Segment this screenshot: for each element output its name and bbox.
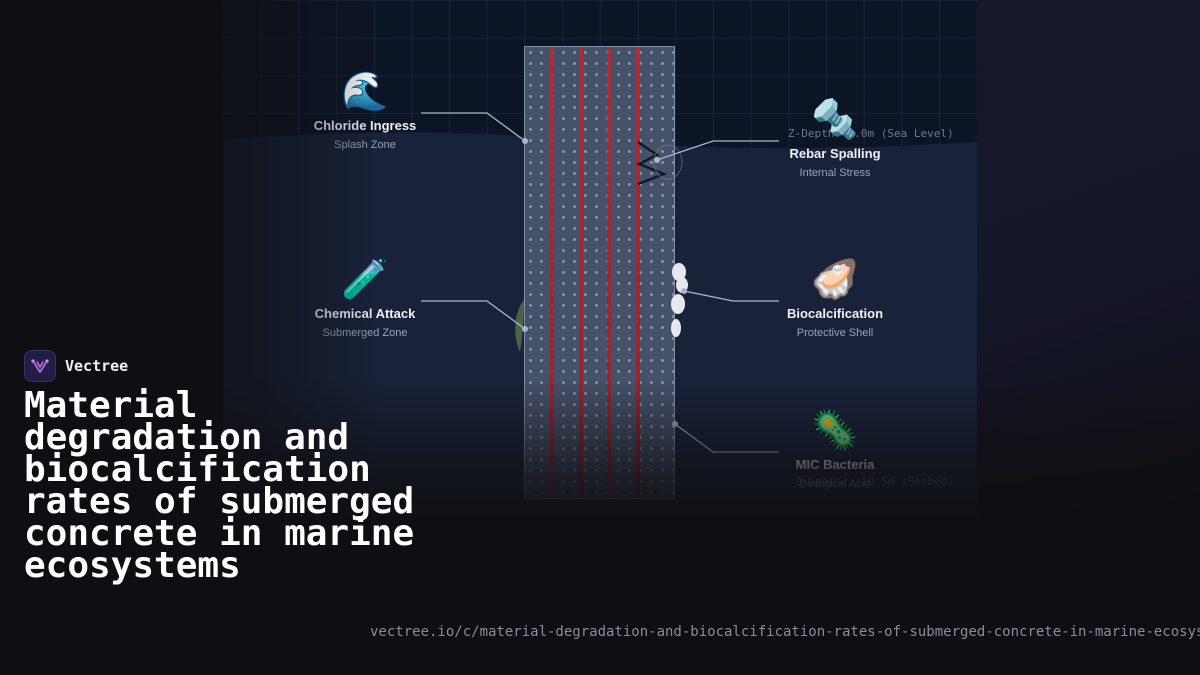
connector-dot [522, 138, 528, 144]
label-chloride-ingress: 🌊 Chloride Ingress Splash Zone [285, 70, 445, 151]
label-title: Biocalcification [786, 306, 884, 321]
brand[interactable]: Vectree [24, 350, 128, 382]
label-mic-bacteria: 🦠 MIC Bacteria Biological Acid [755, 409, 915, 490]
bolt-icon: 🔩 [811, 99, 859, 141]
label-subtitle: Splash Zone [334, 139, 396, 151]
connector-dot [654, 157, 660, 163]
connector-dot [672, 421, 678, 427]
oyster-cluster-shape [671, 263, 688, 337]
label-subtitle: Protective Shell [796, 327, 874, 339]
label-rebar-spalling: 🔩 Rebar Spalling Internal Stress [755, 98, 915, 179]
oyster-icon: 🦪 [811, 259, 859, 301]
label-title: MIC Bacteria [795, 457, 875, 472]
label-subtitle: Internal Stress [799, 167, 871, 179]
label-title: Chloride Ingress [313, 118, 417, 133]
vectree-logo-icon [24, 350, 56, 382]
bacteria-icon: 🦠 [811, 410, 859, 452]
label-title: Rebar Spalling [789, 146, 881, 161]
label-chemical-attack: 🧪 Chemical Attack Submerged Zone [285, 258, 445, 339]
wave-icon: 🌊 [341, 71, 389, 113]
label-subtitle: Submerged Zone [322, 327, 408, 339]
test-tube-icon: 🧪 [341, 259, 389, 301]
label-biocalcification: 🦪 Biocalcification Protective Shell [755, 258, 915, 339]
page-url[interactable]: vectree.io/c/material-degradation-and-bi… [370, 624, 1200, 640]
label-title: Chemical Attack [314, 306, 416, 321]
label-subtitle: Biological Acid [799, 478, 871, 490]
page-title: Material degradation and biocalcificatio… [24, 385, 415, 586]
connector-dot [681, 288, 687, 294]
brand-name: Vectree [65, 357, 129, 375]
connector-dot [522, 326, 528, 332]
